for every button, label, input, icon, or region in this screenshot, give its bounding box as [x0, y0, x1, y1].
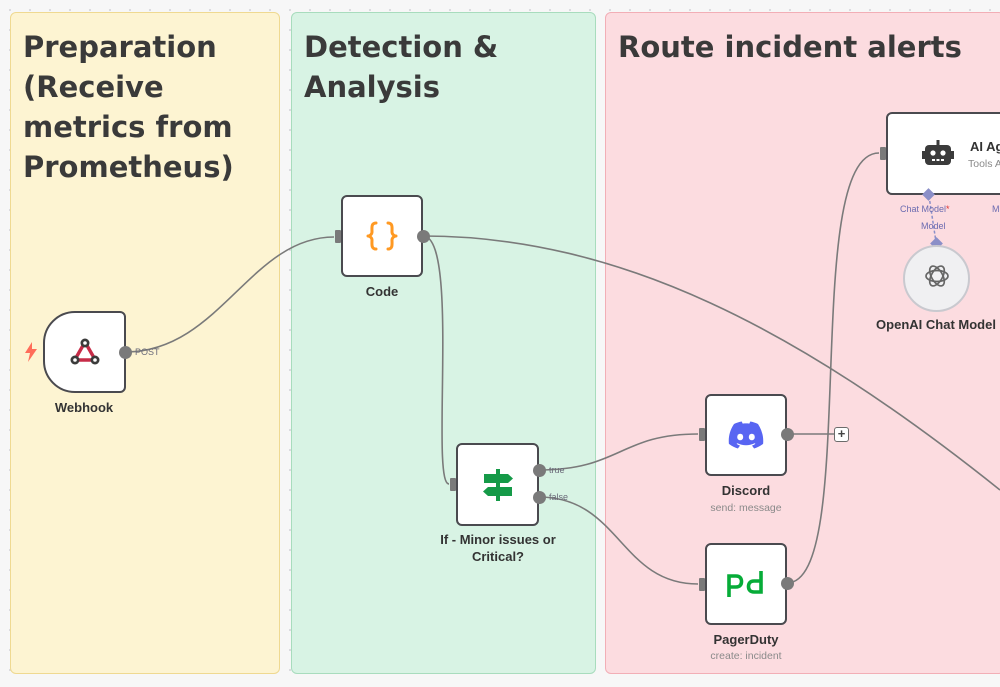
code-input-port[interactable] [335, 230, 341, 243]
pagerduty-output-handle[interactable] [781, 577, 794, 590]
sticky-note-preparation[interactable]: Preparation (Receive metrics from Promet… [10, 12, 280, 674]
discord-label: Discord [721, 483, 771, 498]
agent-input-port[interactable] [880, 147, 886, 160]
if-input-port[interactable] [450, 478, 456, 491]
webhook-output-label: POST [135, 347, 160, 357]
sticky-title-preparation: Preparation (Receive metrics from Promet… [23, 30, 234, 184]
discord-input-port[interactable] [699, 428, 705, 441]
connection-code-if [422, 235, 450, 485]
webhook-label: Webhook [54, 400, 114, 415]
signpost-icon [481, 467, 515, 503]
webhook-output-handle[interactable] [119, 346, 132, 359]
pagerduty-input-port[interactable] [699, 578, 705, 591]
webhook-icon [68, 337, 102, 367]
discord-output-handle[interactable] [781, 428, 794, 441]
ai-agent-node[interactable]: AI Ag Tools A [886, 112, 1000, 195]
robot-icon [922, 139, 954, 168]
connection-if-pagerduty [538, 496, 699, 585]
sticky-title-detection: Detection & Analysis [304, 30, 499, 104]
sticky-title-route: Route incident alerts [618, 30, 962, 64]
code-output-handle[interactable] [417, 230, 430, 243]
pagerduty-subtitle: create: incident [710, 650, 782, 662]
if-false-handle[interactable] [533, 491, 546, 504]
if-true-label: true [549, 465, 565, 475]
add-node-button[interactable]: + [834, 427, 849, 442]
ai-agent-label: AI Ag [970, 139, 1000, 154]
ai-agent-subtitle: Tools A [968, 158, 1000, 170]
pagerduty-label: PagerDuty [713, 632, 779, 647]
connection-code-offscreen [422, 235, 1000, 491]
openai-chat-model-label: OpenAI Chat Model [876, 317, 996, 332]
model-port-label: Model [921, 221, 946, 231]
code-node[interactable] [341, 195, 423, 277]
discord-icon [728, 421, 764, 449]
pagerduty-node[interactable] [705, 543, 787, 625]
if-true-handle[interactable] [533, 464, 546, 477]
pagerduty-icon [726, 569, 766, 599]
code-label: Code [365, 284, 399, 299]
if-label: If - Minor issues or Critical? [440, 532, 556, 564]
connection-if-discord [538, 433, 699, 471]
connection-ai-model [928, 195, 937, 243]
openai-icon [923, 262, 951, 295]
discord-subtitle: send: message [710, 502, 782, 514]
openai-chat-model-node[interactable] [903, 245, 970, 312]
code-braces-icon [364, 218, 400, 254]
trigger-bolt-icon [24, 342, 38, 367]
connection-webhook-code [124, 236, 335, 353]
connection-pagerduty-agent [786, 152, 880, 584]
if-node[interactable] [456, 443, 539, 526]
if-false-label: false [549, 492, 569, 502]
agent-memory-port-label: M [992, 204, 1000, 214]
webhook-node[interactable] [43, 311, 126, 393]
discord-node[interactable] [705, 394, 787, 476]
agent-chat-model-port-label: Chat Model* [900, 204, 950, 214]
